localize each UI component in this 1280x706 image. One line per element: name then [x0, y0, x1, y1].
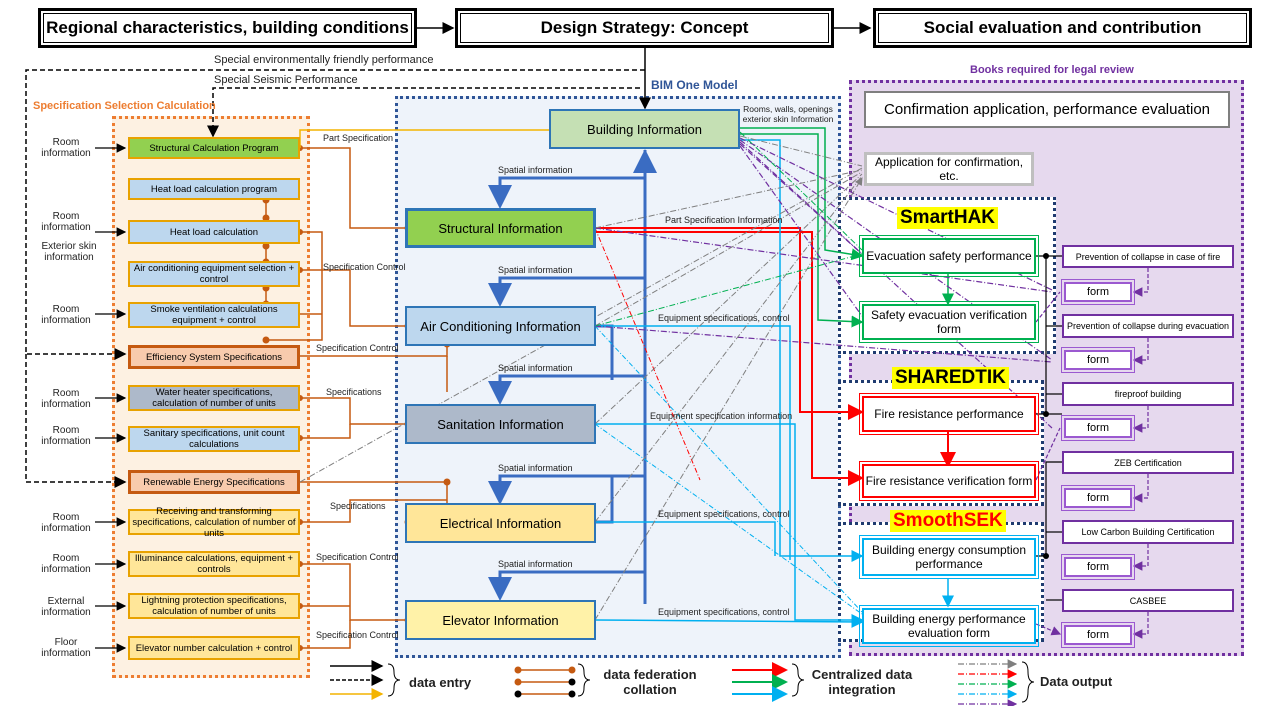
legend-data-entry: data entry	[409, 675, 472, 690]
legal-zeb[interactable]: ZEB Certification	[1062, 451, 1234, 474]
bim-air-conditioning-info[interactable]: Air Conditioning Information	[405, 306, 596, 346]
fire-resistance-form[interactable]: Fire resistance verification form	[859, 461, 1039, 501]
header-regional: Regional characteristics, building condi…	[38, 8, 417, 48]
input-exterior-skin: Exterior skin information	[41, 241, 97, 263]
edge-part-spec-info: Part Specification Information	[665, 215, 783, 225]
input-room-info-1: Room information	[41, 137, 91, 159]
input-room-info-5: Room information	[41, 425, 91, 447]
header-design-label: Design Strategy: Concept	[540, 18, 749, 37]
input-external-info: External information	[41, 596, 91, 618]
edge-equip-spec-control-2: Equipment specifications, control	[658, 509, 790, 519]
fire-resistance-performance[interactable]: Fire resistance performance	[859, 393, 1039, 435]
input-room-info-2: Room information	[41, 211, 91, 233]
tool-sharedtik: SHAREDTIK	[892, 367, 1009, 389]
edge-equip-spec-control-3: Equipment specifications, control	[658, 607, 790, 617]
bim-structural-info[interactable]: Structural Information	[405, 208, 596, 248]
edge-rooms-walls: Rooms, walls, openings exterior skin Inf…	[742, 104, 834, 124]
edge-specifications-1: Specifications	[326, 387, 382, 397]
form-1[interactable]: form	[1061, 279, 1135, 305]
edge-spec-control-1: Specification Control	[323, 262, 406, 272]
form-6[interactable]: form	[1061, 622, 1135, 648]
evacuation-performance[interactable]: Evacuation safety performance	[859, 235, 1039, 277]
form-4[interactable]: form	[1061, 485, 1135, 511]
header-social-label: Social evaluation and contribution	[923, 18, 1202, 37]
edge-spatial-5: Spatial information	[498, 559, 573, 569]
spec-structural-calc[interactable]: Structural Calculation Program	[128, 137, 300, 159]
note-environment: Special environmentally friendly perform…	[214, 54, 434, 66]
edge-part-spec: Part Specification	[323, 133, 394, 143]
input-room-info-6: Room information	[41, 512, 91, 534]
header-social: Social evaluation and contribution	[873, 8, 1252, 48]
legal-casbee[interactable]: CASBEE	[1062, 589, 1234, 612]
legal-low-carbon[interactable]: Low Carbon Building Certification	[1062, 520, 1234, 544]
spec-ac-equipment[interactable]: Air conditioning equipment selection + c…	[128, 261, 300, 287]
tool-smoothsek: SmoothSEK	[890, 510, 1006, 532]
input-floor-info: Floor information	[41, 637, 91, 659]
spec-region-title: Specification Selection Calculation	[33, 100, 216, 112]
bim-building-info[interactable]: Building Information	[549, 109, 740, 149]
safety-evacuation-form[interactable]: Safety evacuation verification form	[859, 301, 1039, 343]
confirmation-banner: Confirmation application, performance ev…	[864, 91, 1230, 128]
edge-specifications-2: Specifications	[330, 501, 386, 511]
bim-sanitation-info[interactable]: Sanitation Information	[405, 404, 596, 444]
edge-equip-spec-control-1: Equipment specifications, control	[658, 313, 790, 323]
spec-smoke-vent[interactable]: Smoke ventilation calculations equipment…	[128, 302, 300, 328]
bim-electrical-info[interactable]: Electrical Information	[405, 503, 596, 543]
spec-renewable[interactable]: Renewable Energy Specifications	[128, 470, 300, 494]
bim-region-title: BIM One Model	[651, 78, 738, 92]
energy-consumption-performance[interactable]: Building energy consumption performance	[859, 535, 1039, 579]
edge-equip-spec-info: Equipment specification information	[650, 411, 793, 421]
legal-collapse-evacuation[interactable]: Prevention of collapse during evacuation	[1062, 314, 1234, 338]
application-box[interactable]: Application for confirmation, etc.	[864, 152, 1034, 186]
note-seismic: Special Seismic Performance	[214, 74, 358, 86]
header-design-strategy: Design Strategy: Concept	[455, 8, 834, 48]
spec-efficiency[interactable]: Efficiency System Specifications	[128, 345, 300, 369]
spec-water-heater[interactable]: Water heater specifications, calculation…	[128, 385, 300, 411]
input-room-info-3: Room information	[41, 304, 91, 326]
legend-output: Data output	[1040, 674, 1113, 689]
header-regional-label: Regional characteristics, building condi…	[46, 18, 409, 37]
spec-sanitary[interactable]: Sanitary specifications, unit count calc…	[128, 426, 300, 452]
edge-spec-control-2: Specification Control	[316, 343, 399, 353]
legend-centralized: Centralized data integration	[811, 667, 913, 697]
input-room-info-7: Room information	[41, 553, 91, 575]
form-2[interactable]: form	[1061, 347, 1135, 373]
spec-heat-load-calc[interactable]: Heat load calculation	[128, 220, 300, 244]
edge-spatial-2: Spatial information	[498, 265, 573, 275]
form-5[interactable]: form	[1061, 554, 1135, 580]
energy-evaluation-form[interactable]: Building energy performance evaluation f…	[859, 605, 1039, 647]
tool-smarthak: SmartHAK	[897, 207, 999, 229]
edge-spatial-1: Spatial information	[498, 165, 573, 175]
spec-heat-load-program[interactable]: Heat load calculation program	[128, 178, 300, 200]
edge-spatial-4: Spatial information	[498, 463, 573, 473]
legal-region-title: Books required for legal review	[970, 64, 1134, 76]
spec-receiving[interactable]: Receiving and transforming specification…	[128, 506, 300, 539]
edge-spec-control-4: Specification Control	[316, 630, 399, 640]
bim-elevator-info[interactable]: Elevator Information	[405, 600, 596, 640]
spec-elevator-calc[interactable]: Elevator number calculation + control	[128, 636, 300, 660]
form-3[interactable]: form	[1061, 415, 1135, 441]
legal-fireproof[interactable]: fireproof building	[1062, 382, 1234, 406]
spec-illuminance[interactable]: Illuminance calculations, equipment + co…	[128, 551, 300, 577]
legend-federation: data federation collation	[603, 667, 697, 697]
spec-lightning[interactable]: Lightning protection specifications, cal…	[128, 593, 300, 619]
edge-spec-control-3: Specification Control	[316, 552, 399, 562]
edge-spatial-3: Spatial information	[498, 363, 573, 373]
input-room-info-4: Room information	[41, 388, 91, 410]
legal-collapse-fire[interactable]: Prevention of collapse in case of fire	[1062, 245, 1234, 268]
